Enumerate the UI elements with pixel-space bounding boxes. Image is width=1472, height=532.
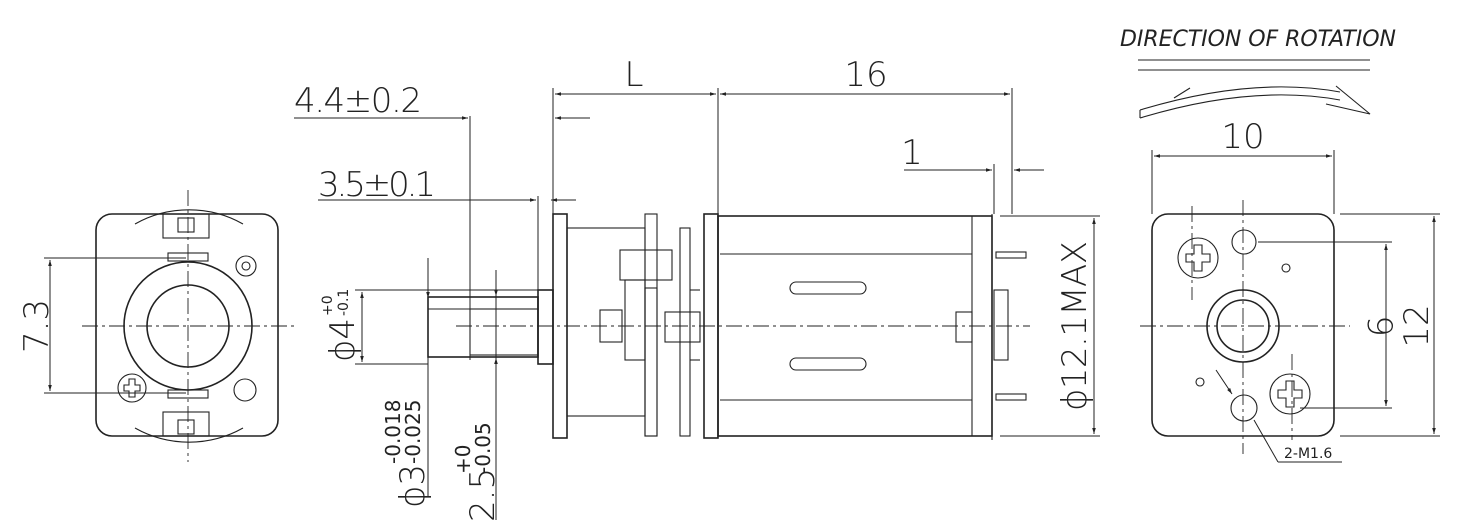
dim-3-5: 3.5±0.1: [318, 165, 436, 205]
dim-phi4-lower: -0.1: [336, 289, 352, 316]
dim-4-4: 4.4±0.2: [294, 81, 422, 121]
direction-of-rotation-title: DIRECTION OF ROTATION: [1120, 27, 1398, 52]
right-end-view: [1140, 150, 1440, 463]
dim-12: 12: [1397, 304, 1437, 347]
dim-2-5-upper: +0: [451, 445, 475, 474]
rotation-direction-indicator: [1138, 59, 1371, 119]
dim-7-3: 7.3: [17, 299, 57, 353]
screw-icon: [1269, 373, 1311, 415]
screw-icon: [117, 373, 147, 403]
dim-phi3: ϕ3: [393, 464, 433, 508]
dim-16: 16: [844, 55, 887, 95]
dim-9: 9: [1359, 315, 1399, 337]
screw-icon: [1177, 237, 1219, 279]
left-end-view: [44, 190, 294, 462]
dim-phi4: ϕ4: [323, 318, 363, 362]
dim-1: 1: [901, 133, 923, 173]
dim-phi12-1-max: ϕ12.1MAX: [1055, 241, 1095, 411]
side-view: [294, 88, 1100, 520]
dim-2-5: 2.5: [463, 468, 503, 522]
dim-phi3-lower: -0.025: [401, 400, 425, 464]
dim-2-5-lower: -0.05: [471, 422, 495, 474]
dim-2-m1-6: 2-M1.6: [1284, 446, 1332, 462]
dim-phi3-upper: -0.018: [381, 400, 405, 464]
dim-l: L: [625, 55, 644, 95]
dim-10: 10: [1221, 117, 1264, 157]
dim-phi4-upper: +0: [320, 295, 336, 316]
